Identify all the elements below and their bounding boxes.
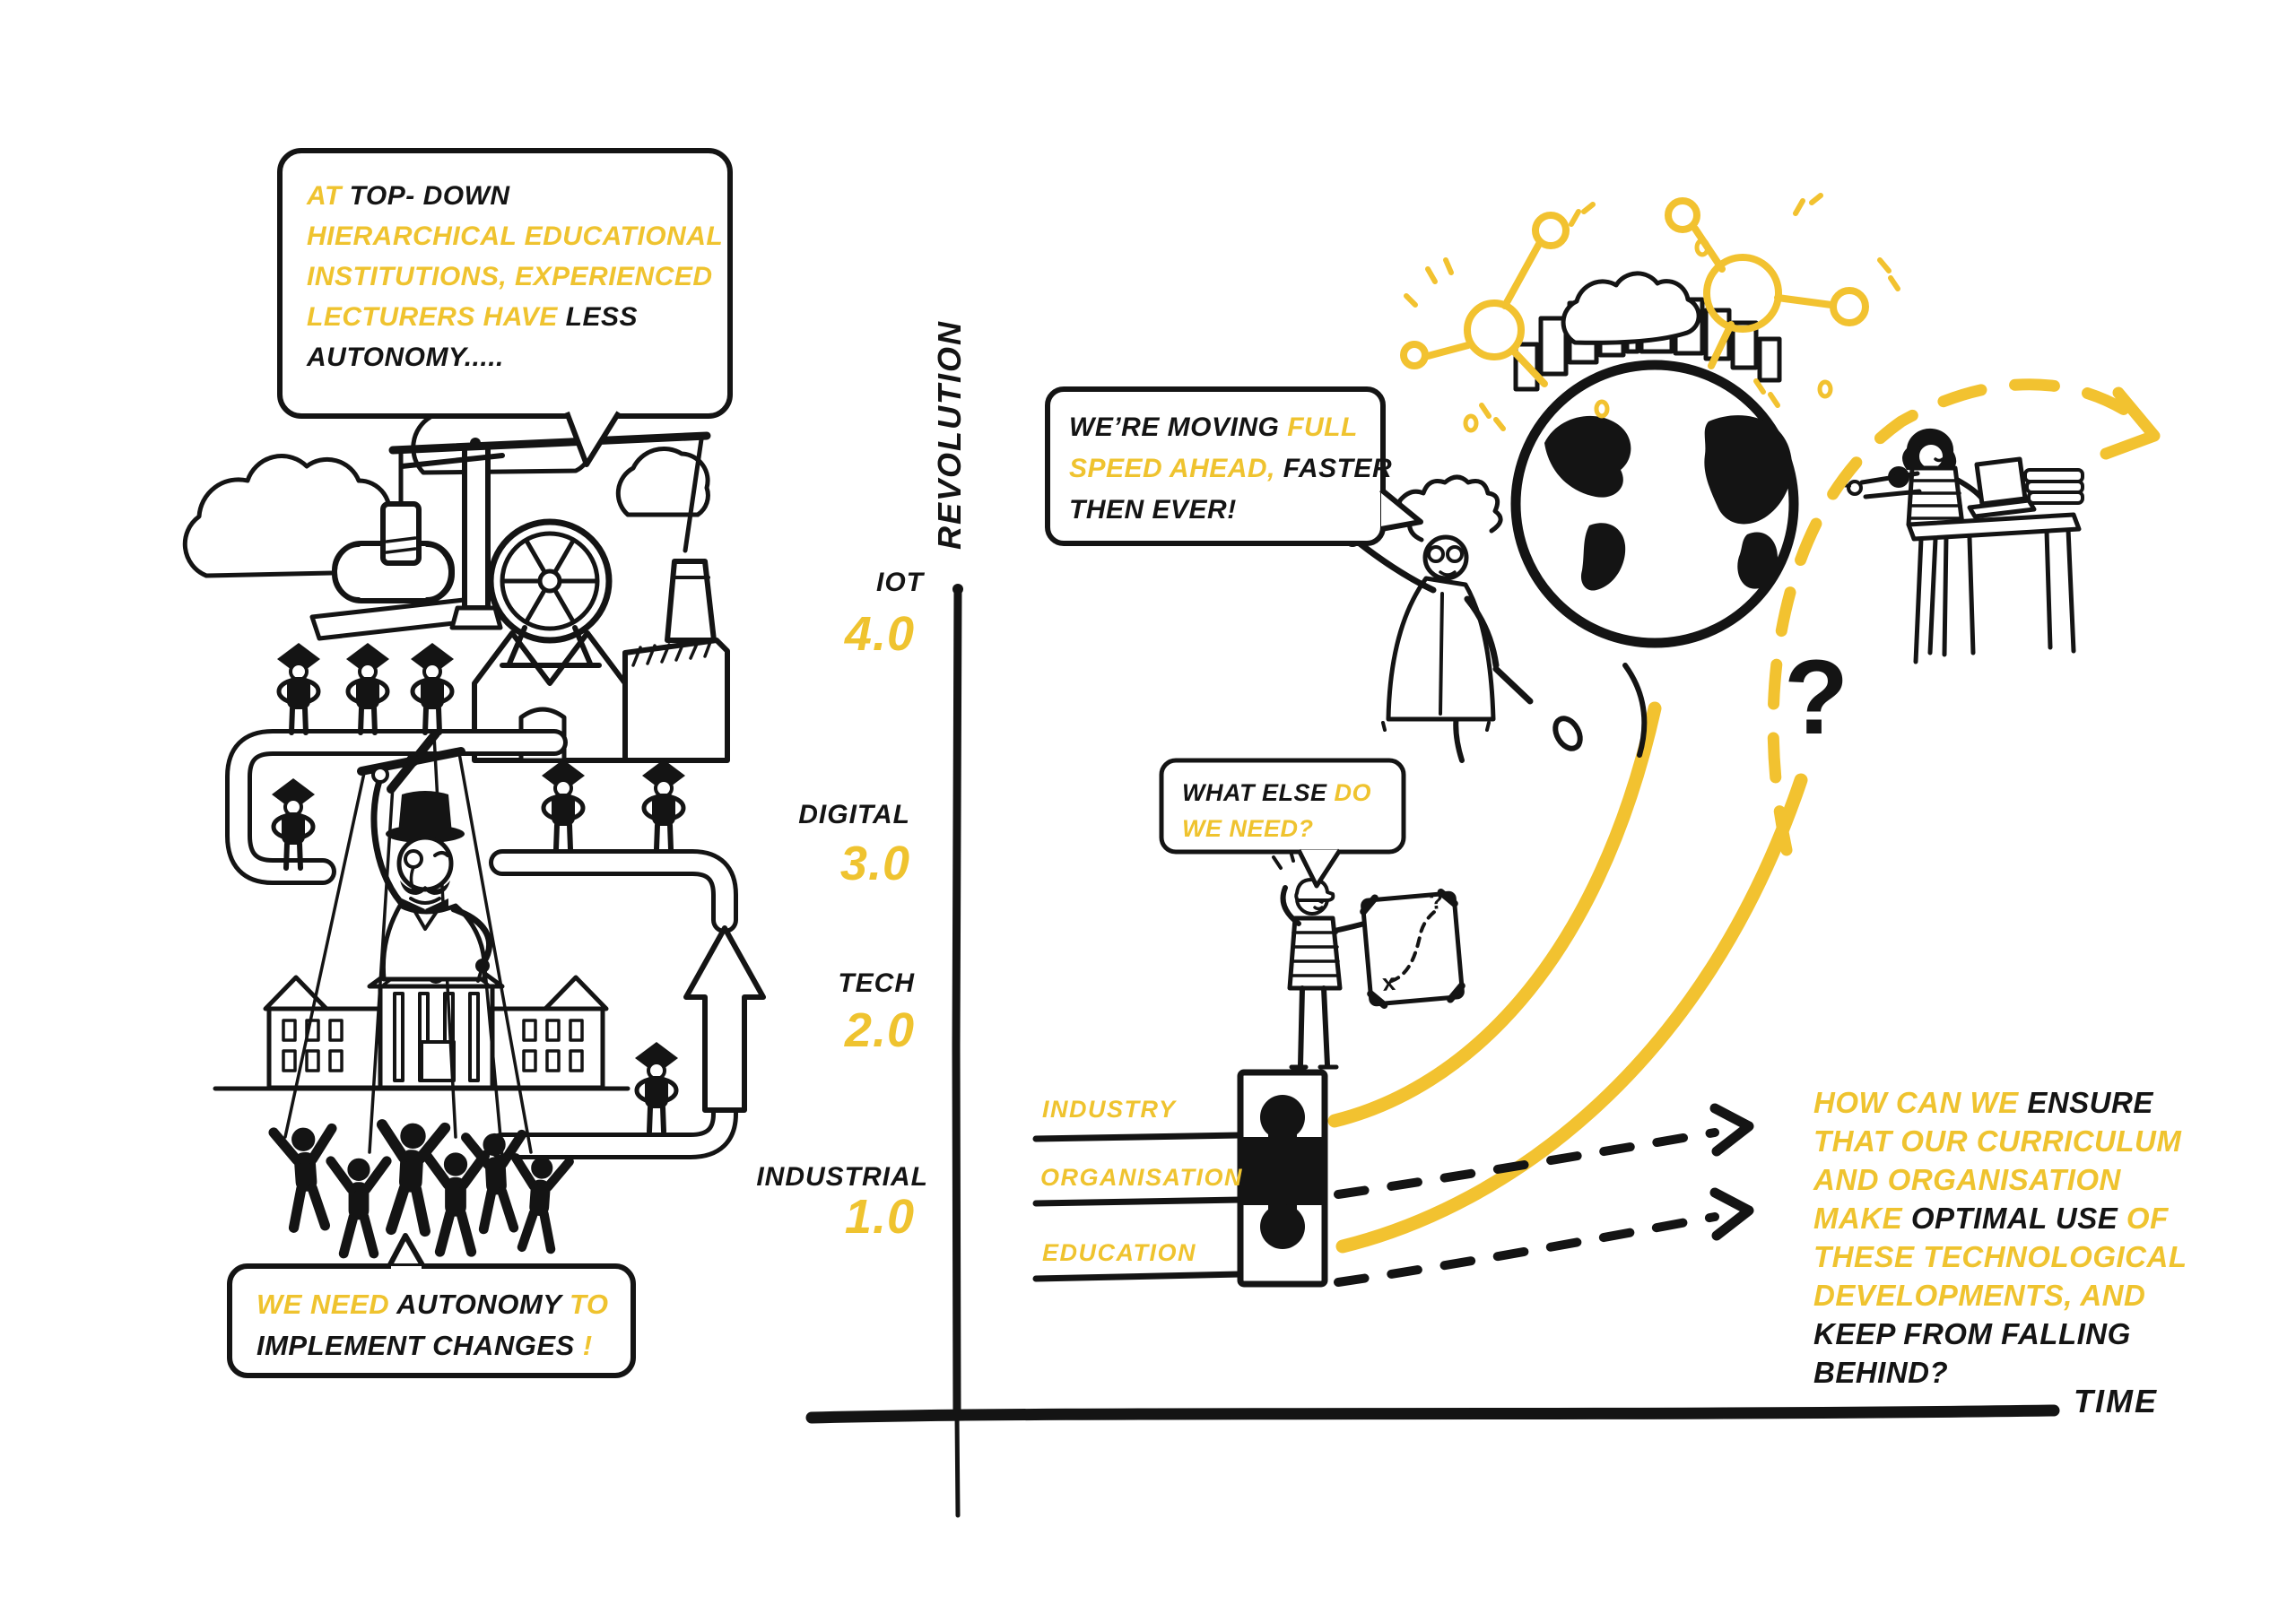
route-map: x ? xyxy=(1360,887,1465,1009)
speech-we-need-text: WE NEED AUTONOMY TO IMPLEMENT CHANGES ! xyxy=(257,1284,615,1367)
wild-hair xyxy=(1396,474,1503,542)
speech-line: LECTURERS HAVE LESS xyxy=(307,302,638,332)
speech-top-left-text: AT TOP- DOWN HIERARCHICAL EDUCATIONAL IN… xyxy=(307,176,724,378)
question-line: DEVELOPMENTS, AND xyxy=(1813,1279,2146,1312)
exponential-curves xyxy=(1327,701,1808,1254)
puzzle-piece xyxy=(1240,1137,1325,1205)
globe-scene xyxy=(1400,193,1900,648)
speech-line: IMPLEMENT CHANGES ! xyxy=(257,1330,593,1361)
top-hat xyxy=(398,791,452,834)
book-stack xyxy=(2023,468,2084,505)
map-start-x: x xyxy=(1381,968,1397,996)
speech-line: AUTONOMY..... xyxy=(307,343,504,372)
tick-tech-label: TECH xyxy=(838,968,915,998)
striped-shirt xyxy=(1906,465,1965,527)
laptop-icon xyxy=(1974,456,2028,507)
speech-line: THEN EVER! xyxy=(1069,495,1237,525)
map-end-question: ? xyxy=(1428,887,1444,915)
lagging-dashed-arrows xyxy=(1334,1103,1754,1287)
education-growth-curve xyxy=(1335,773,1808,1254)
scratching-arm xyxy=(1280,885,1301,926)
conveyor-belt-top xyxy=(225,729,568,885)
speech-line: AT TOP- DOWN xyxy=(307,181,510,211)
question-line: MAKE OPTIMAL USE OF xyxy=(1813,1202,2169,1235)
speech-bubble-top-left xyxy=(277,148,733,467)
speech-line: WE NEED AUTONOMY TO xyxy=(257,1289,609,1320)
crank-arm xyxy=(1464,595,1500,669)
leap-arc xyxy=(1767,378,2161,856)
puzzle-column xyxy=(1237,1069,1328,1288)
y-axis-label: REVOLUTION xyxy=(931,319,968,550)
factory-scene xyxy=(182,376,730,763)
mustache xyxy=(400,881,450,895)
speech-what-else-text: WHAT ELSE DO WE NEED? xyxy=(1182,775,1393,846)
smoke-cloud xyxy=(1561,271,1701,345)
industry-growth-curve xyxy=(1327,701,1662,1128)
cycle-up-arrow xyxy=(683,925,766,1113)
speech-line: SPEED AHEAD, FASTER xyxy=(1069,454,1393,483)
conveyor-belt-loop xyxy=(489,759,766,1159)
tick-tech-value: 2.0 xyxy=(844,1003,915,1057)
desk xyxy=(1906,512,2082,542)
pointing-arm xyxy=(1356,540,1437,594)
question-line: THAT OUR CURRICULUM xyxy=(1813,1124,2182,1158)
arrowhead-icon xyxy=(1709,1103,1754,1157)
question-line: BEHIND? xyxy=(1813,1356,1949,1389)
teacher-at-desk xyxy=(1835,428,2084,664)
speech-line: WHAT ELSE DO xyxy=(1182,779,1371,806)
tick-iot-label: IOT xyxy=(876,568,924,597)
speech-bubble-what-else xyxy=(1159,758,1406,889)
tick-iot-value: 4.0 xyxy=(844,607,915,661)
chimney xyxy=(665,559,717,643)
engine-beam xyxy=(388,431,711,455)
arrowhead-icon xyxy=(2100,386,2161,460)
right-arm xyxy=(450,906,492,965)
speech-bubble-we-need xyxy=(227,1233,636,1378)
speech-bubble-moving xyxy=(1045,386,1423,546)
continents xyxy=(1544,415,1793,591)
pointing-arm xyxy=(1859,471,1922,499)
question-mark-icon: ? xyxy=(1784,638,1848,757)
x-axis-label: TIME xyxy=(2074,1383,2158,1419)
speech-line: INSTITUTIONS, EXPERIENCED xyxy=(307,262,713,291)
speech-line: WE NEED? xyxy=(1182,815,1314,842)
chart-axes xyxy=(805,584,2060,1518)
scientist xyxy=(1333,474,1534,732)
piston-cup xyxy=(380,501,422,566)
question-line: AND ORGANISATION xyxy=(1813,1163,2121,1196)
lanes xyxy=(1032,1132,1244,1282)
flat-cap xyxy=(1294,877,1335,902)
striped-jacket xyxy=(1287,916,1343,991)
lane-industry: INDUSTRY xyxy=(1042,1096,1177,1123)
torso xyxy=(380,903,487,982)
tick-industrial-label: INDUSTRIAL xyxy=(756,1162,928,1192)
tick-digital-value: 3.0 xyxy=(839,837,910,890)
puppet-master xyxy=(283,729,533,1159)
arrowhead-icon xyxy=(1709,1187,1754,1241)
tick-industrial-value: 1.0 xyxy=(844,1190,915,1244)
question-block: HOW CAN WE ENSURE THAT OUR CURRICULUM AN… xyxy=(1813,1083,2244,1392)
question-line: HOW CAN WE ENSURE xyxy=(1813,1086,2153,1119)
y-axis xyxy=(952,585,962,1419)
goggles-icon xyxy=(1427,545,1445,563)
engine-column xyxy=(462,444,491,611)
lane-organisation: ORGANISATION xyxy=(1040,1164,1243,1191)
speech-line: WE’RE MOVING FULL xyxy=(1069,412,1358,442)
speech-moving-text: WE’RE MOVING FULL SPEED AHEAD, FASTER TH… xyxy=(1069,407,1393,531)
pedestal-person xyxy=(1272,846,1397,1070)
tick-digital-label: DIGITAL xyxy=(798,800,910,829)
x-axis xyxy=(805,1404,2060,1424)
left-arm xyxy=(370,775,409,911)
speech-line: HIERARCHICAL EDUCATIONAL xyxy=(307,221,724,251)
school-door xyxy=(420,1040,456,1082)
cloud xyxy=(615,446,710,517)
question-line: THESE TECHNOLOGICAL xyxy=(1813,1240,2187,1273)
lane-education: EDUCATION xyxy=(1042,1239,1196,1266)
question-line: KEEP FROM FALLING xyxy=(1813,1317,2131,1350)
molecule-icons xyxy=(1400,193,1900,433)
